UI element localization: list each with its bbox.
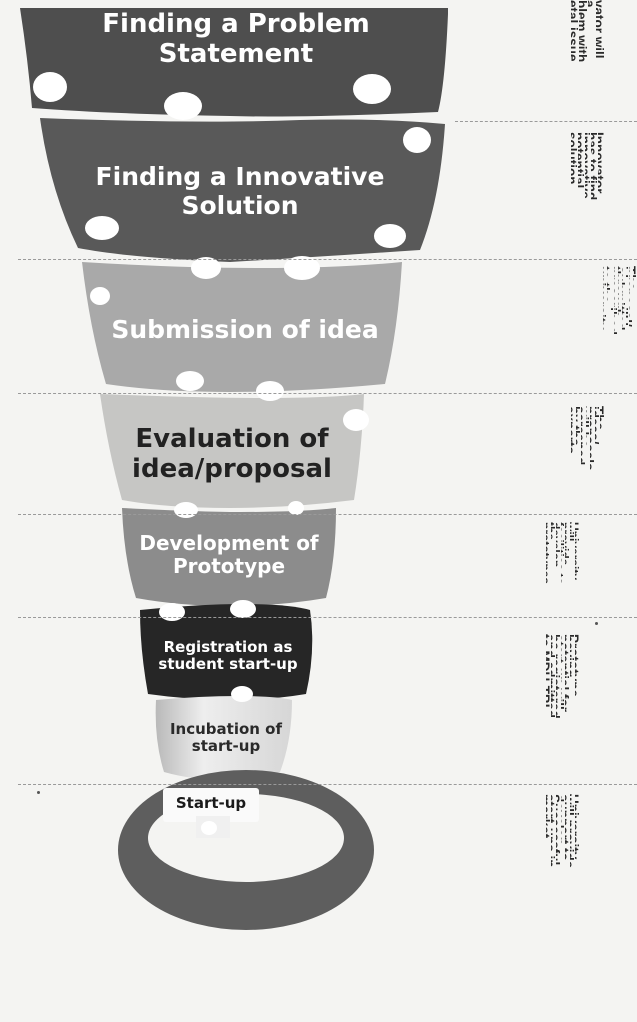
note-line: proposal/ bbox=[629, 266, 634, 327]
note-line: develop bbox=[560, 794, 566, 846]
funnel-stage-8-shape bbox=[118, 770, 374, 930]
hole-dot bbox=[159, 603, 185, 621]
hole-dot bbox=[191, 257, 221, 279]
scan-speck bbox=[595, 622, 598, 625]
hole-dot bbox=[256, 381, 284, 401]
funnel-diagram bbox=[20, 8, 448, 930]
note-line: proposals bbox=[590, 406, 596, 471]
hole-dot bbox=[374, 224, 406, 248]
hole-dot bbox=[201, 821, 217, 835]
startup-tab bbox=[163, 788, 259, 822]
note-line: ideas/ bbox=[595, 406, 601, 445]
funnel-stage-4-shape bbox=[100, 394, 364, 508]
note-line: will be bbox=[585, 406, 591, 448]
note-line: submitted bbox=[621, 266, 626, 331]
note-startup: University will provide support to devel… bbox=[546, 794, 580, 1022]
stage-label-startup: Start-up bbox=[175, 794, 247, 813]
funnel-stage-6-shape bbox=[140, 604, 313, 700]
note-line: procedure bbox=[610, 266, 615, 333]
divider-line bbox=[18, 784, 637, 785]
divider-line bbox=[18, 393, 637, 394]
funnel-stage-5-shape bbox=[122, 508, 336, 606]
hole-dot bbox=[33, 72, 67, 102]
stage-label-innovative-solution: Finding a Innovative Solution bbox=[95, 162, 385, 220]
stage-label-submission: Submission of idea bbox=[111, 314, 379, 344]
stage-label-registration: Registration as student start-up bbox=[158, 637, 298, 673]
hole-dot bbox=[90, 287, 110, 305]
funnel-stage-2-shape bbox=[40, 118, 445, 262]
note-line: The bbox=[633, 266, 637, 291]
divider-line bbox=[455, 121, 637, 122]
note-line: will provide bbox=[570, 794, 576, 869]
note-line: solution bbox=[571, 132, 578, 185]
hole-dot bbox=[164, 92, 202, 120]
hole-dot bbox=[403, 127, 431, 153]
note-line: University bbox=[575, 794, 580, 860]
note-innovative-solution: Innovator has to find innovative potenti… bbox=[571, 132, 605, 360]
scan-speck bbox=[37, 791, 40, 794]
note-line: innovative bbox=[584, 132, 592, 199]
funnel-stage-3-shape bbox=[82, 262, 402, 392]
note-line: has to find bbox=[591, 132, 599, 201]
hole-dot bbox=[353, 74, 391, 104]
hole-dot bbox=[174, 502, 198, 518]
hole-dot bbox=[85, 216, 119, 240]
note-line: Successful bbox=[555, 794, 561, 866]
funnel-stage-1-shape bbox=[20, 8, 448, 117]
note-line: start-ups in bbox=[550, 794, 556, 868]
hole-dot bbox=[288, 501, 304, 515]
hole-dot bbox=[176, 371, 204, 391]
hole-dot bbox=[230, 600, 256, 618]
stage-label-incubation: Incubation of start-up bbox=[169, 719, 283, 755]
stage-label-evaluation: Evaluation of idea/proposal bbox=[132, 424, 332, 484]
note-line: The bbox=[600, 406, 605, 431]
note-line: idea will be bbox=[625, 266, 630, 339]
divider-line bbox=[18, 617, 637, 618]
note-line: market bbox=[545, 794, 551, 839]
stage-label-problem-statement: Finding a Problem Statement bbox=[102, 9, 370, 69]
hole-dot bbox=[284, 256, 320, 280]
divider-line bbox=[18, 259, 637, 260]
hole-dot bbox=[343, 409, 369, 431]
decorative-circles bbox=[33, 72, 431, 835]
note-line: prescribed bbox=[614, 266, 619, 336]
note-line: to the bbox=[606, 266, 611, 303]
note-line: through bbox=[618, 266, 622, 317]
note-line: screened bbox=[580, 406, 586, 466]
funnel-stage-7-shape bbox=[155, 696, 292, 780]
hole-dot bbox=[231, 686, 253, 702]
note-submission: The proposal/ idea will be submitted thr… bbox=[603, 266, 637, 494]
stage-label-prototype: Development of Prototype bbox=[139, 531, 319, 578]
note-line: potential bbox=[577, 132, 585, 189]
note-line: support to bbox=[565, 794, 571, 861]
divider-line bbox=[18, 514, 637, 515]
